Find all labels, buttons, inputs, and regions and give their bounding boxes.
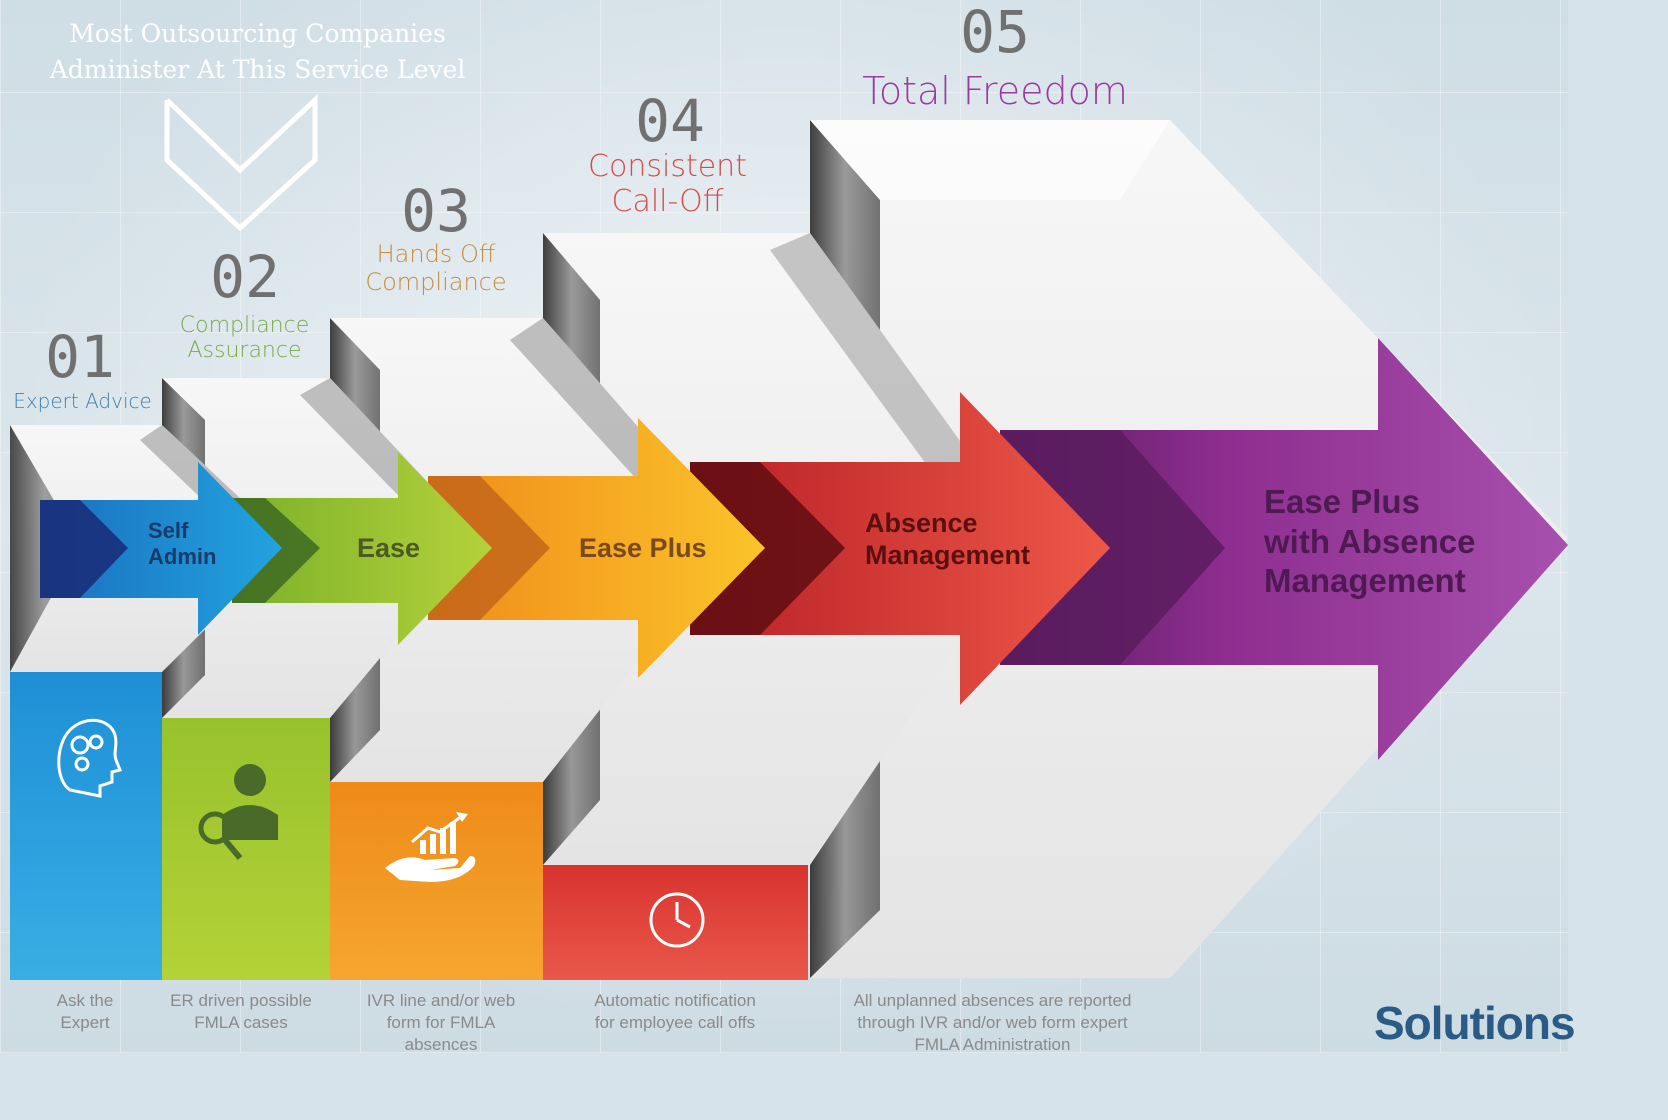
arrow-red [690,392,1110,705]
caption-05-line3: FMLA Administration [914,1035,1071,1054]
level-01-number: 01 [45,323,115,391]
growth-hand-icon [385,812,476,882]
investigator-icon [198,764,278,860]
level-02-title: Compliance Assurance [172,313,317,364]
arrow-label-ease-plus: Ease Plus [579,533,707,563]
caption-03-line1: IVR line and/or web [366,991,516,1010]
level-05-title: Total Freedom [862,69,1128,113]
arrow-label-absence-management-line2: Management [865,540,1031,571]
level-03-title-line2: Compliance [365,267,507,296]
service-level-note: Most Outsourcing Companies Administer At… [40,16,475,88]
caption-05-line2: through IVR and/or web form expert [857,1013,1128,1032]
caption-01-line2: Expert [60,1013,110,1032]
arrow-label-self-admin: Self Admin [148,518,216,571]
arrow-purple [1000,338,1568,760]
brand-text: Solutions [1374,997,1576,1049]
box-red [543,865,808,980]
level-04-title-line2: Call-Off [611,183,724,219]
arrow-label-ease-plus-absence-line3: Management [1264,562,1466,600]
arrow-label-absence-management: Absence Management [865,507,1030,572]
caption-02: ER driven possible FMLA cases [155,990,327,1034]
arrow-label-self-admin-line2: Admin [148,544,217,570]
caption-05-line1: All unplanned absences are reported [853,991,1132,1010]
caption-05: All unplanned absences are reported thro… [825,990,1160,1056]
level-02-number: 02 [210,243,280,311]
down-chevron-outline [164,94,318,232]
box-blue [10,672,162,980]
level-01-title: Expert Advice [13,389,152,413]
caption-03-line3: absences [404,1035,478,1054]
caption-04-line2: for employee call offs [594,1013,756,1032]
caption-03-line2: form for FMLA [386,1013,496,1032]
caption-01-line1: Ask the [56,991,114,1010]
level-04-title: Consistent Call-Off [580,149,755,219]
caption-02-line1: ER driven possible [170,991,312,1010]
level-02-title-line1: Compliance [179,313,310,338]
arrow-blue [40,462,282,635]
service-level-note-line1: Most Outsourcing Companies [69,19,446,48]
level-02-title-line2: Assurance [187,338,302,364]
caption-03: IVR line and/or web form for FMLA absenc… [340,990,542,1056]
box-green [162,718,330,980]
level-04-title-line1: Consistent [588,149,747,184]
arrow-label-ease-plus-absence-line1: Ease Plus [1264,483,1420,520]
arrow-label-ease-plus-absence: Ease Plus with Absence Management [1264,482,1476,601]
caption-02-line2: FMLA cases [194,1013,288,1032]
brain-gears-icon [57,718,123,798]
level-03-title-line1: Hands Off [376,240,496,268]
infographic-art [10,94,1568,980]
caption-01: Ask the Expert [10,990,160,1034]
level-04-number: 04 [635,87,705,155]
level-05-number: 05 [960,0,1030,66]
arrow-label-ease-plus-absence-line2: with Absence [1264,522,1476,560]
arrow-label-self-admin-line1: Self [148,518,189,543]
clock-icon [649,892,705,948]
caption-04: Automatic notification for employee call… [565,990,785,1034]
caption-04-line1: Automatic notification [594,991,756,1010]
service-level-note-line2: Administer At This Service Level [49,55,466,84]
level-03-number: 03 [401,177,471,245]
arrow-label-absence-management-line1: Absence [865,508,978,538]
arrow-label-ease: Ease [357,533,421,563]
level-03-title: Hands Off Compliance [362,240,510,296]
